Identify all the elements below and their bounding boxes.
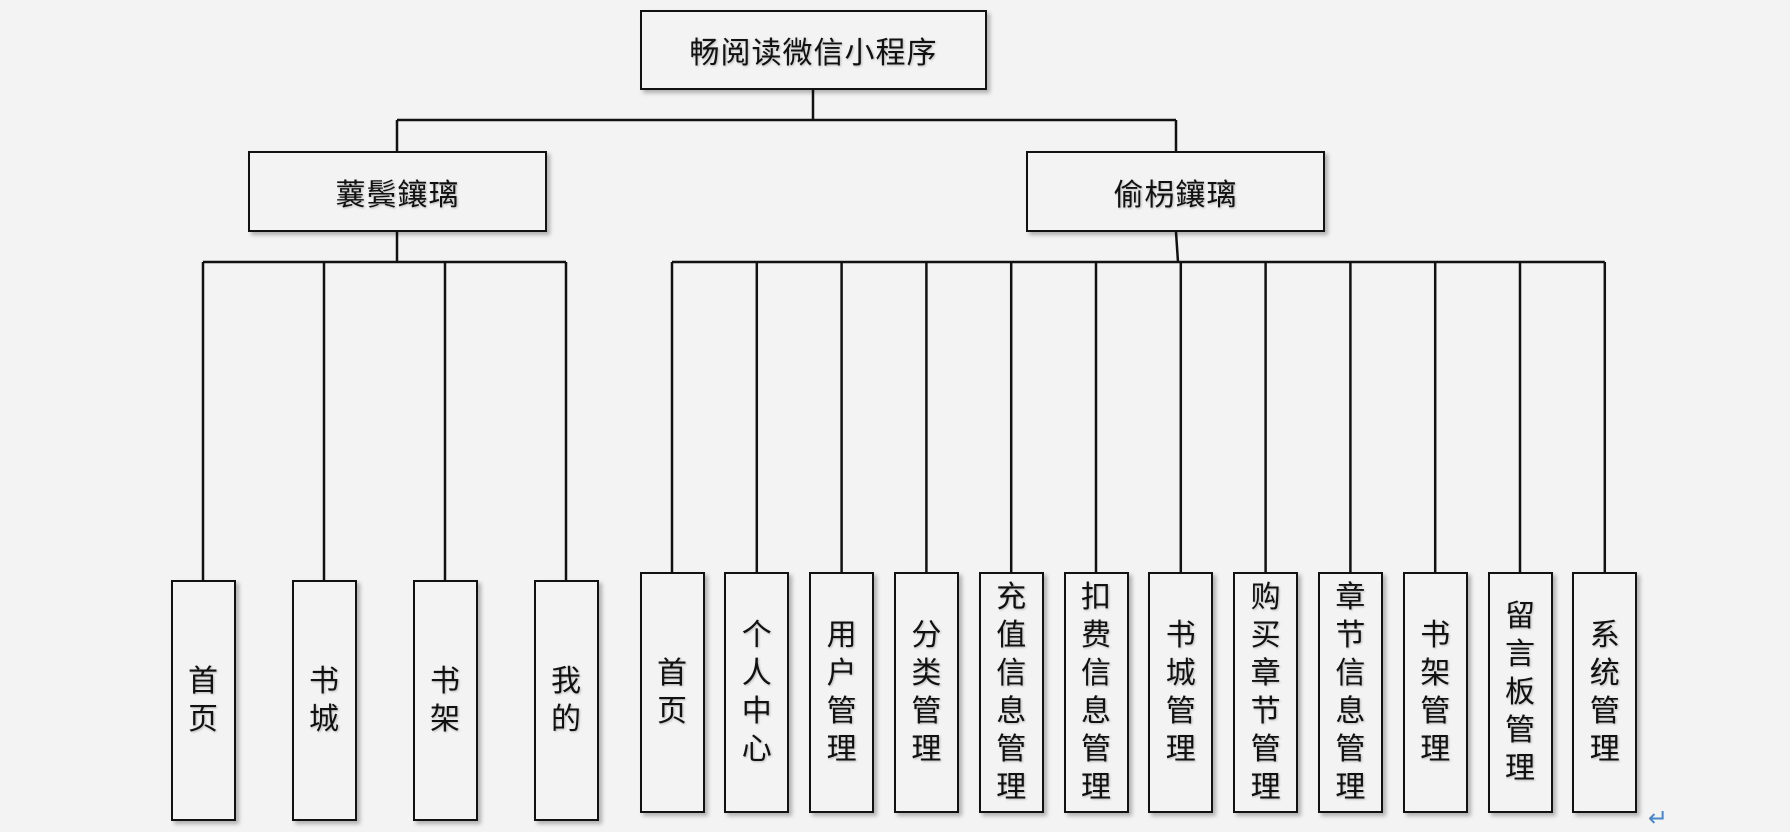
left-leaf-node: 首页 [170,580,236,821]
right-branch-node: 偷枴鑲璃 [1026,151,1325,232]
right-leaf-label: 首页 [657,655,687,729]
left-leaf-label: 书城 [309,663,339,737]
return-arrow-icon: ↵ [1648,804,1669,832]
right-leaf-label: 充值信息管理 [996,579,1027,805]
right-leaf-node: 充值信息管理 [978,572,1044,813]
right-leaf-label: 用户管理 [826,617,857,767]
right-leaf-label: 书架管理 [1420,617,1451,767]
connector-right-stem [1174,231,1180,263]
right-leaf-label: 扣费信息管理 [1081,579,1111,805]
right-leaf-label: 个人中心 [741,617,772,767]
right-leaf-node: 扣费信息管理 [1063,572,1129,813]
left-branch-label: 蘘鬓鑲璃 [335,177,460,213]
right-leaf-node: 留言板管理 [1487,572,1553,813]
right-leaf-label: 购买章节管理 [1250,579,1281,805]
right-leaf-label: 系统管理 [1589,617,1620,767]
left-leaf-node: 书城 [291,580,357,821]
left-branch-node: 蘘鬓鑲璃 [248,151,547,232]
left-leaf-node: 书架 [412,580,478,821]
root-node: 畅阅读微信小程序 [640,10,987,90]
right-leaf-node: 购买章节管理 [1233,572,1299,813]
right-leaf-node: 首页 [639,572,705,813]
right-leaf-node: 系统管理 [1572,572,1638,813]
right-leaf-label: 分类管理 [911,617,942,767]
left-leaf-node: 我的 [533,580,599,821]
left-leaf-label: 首页 [188,663,218,737]
right-leaf-node: 用户管理 [809,572,875,813]
root-node-label: 畅阅读微信小程序 [689,36,938,71]
right-leaf-node: 章节信息管理 [1317,572,1383,813]
right-leaf-label: 留言板管理 [1505,598,1535,786]
right-leaf-node: 书架管理 [1402,572,1468,813]
right-leaf-node: 个人中心 [724,572,790,813]
left-leaf-label: 书架 [430,663,460,737]
left-leaf-label: 我的 [551,663,581,737]
right-leaf-node: 分类管理 [893,572,959,813]
right-branch-label: 偷枴鑲璃 [1113,177,1238,213]
right-leaf-label: 章节信息管理 [1335,579,1366,805]
right-leaf-label: 书城管理 [1165,617,1196,767]
right-leaf-node: 书城管理 [1148,572,1214,813]
